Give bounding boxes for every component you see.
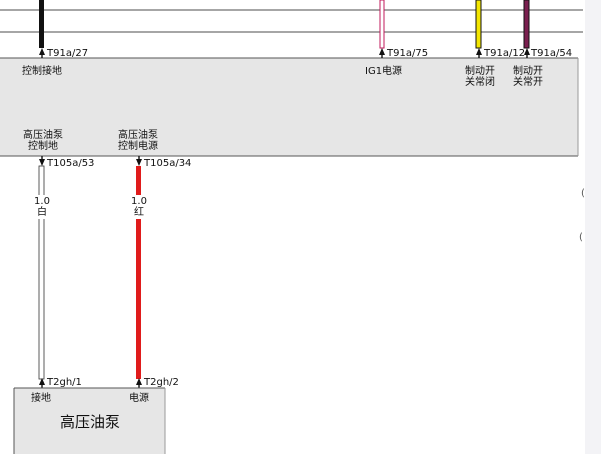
wire-white-t105a-53 (38, 165, 45, 380)
edge-glyph-1: ( (581, 188, 585, 199)
wire-ig1 (379, 0, 385, 49)
wire-yellow-t91a-12 (475, 0, 482, 49)
ecu-label-pump-control-ground: 高压油泵控制地 (23, 130, 63, 152)
pin-label-t105a-34: T105a/34 (144, 158, 192, 169)
wire-color-name: 红 (134, 207, 144, 218)
wire-black-t91a-27 (39, 0, 44, 48)
pump-pin-name-ground: 接地 (31, 393, 51, 404)
wire-color-name: 白 (37, 207, 47, 218)
ecu-panel (0, 58, 578, 156)
pin-label-t91a-75: T91a/75 (387, 48, 429, 59)
ecu-label-pump-control-power: 高压油泵控制电源 (118, 130, 158, 152)
pump-pin-arrows (39, 378, 142, 388)
scrollbar-track[interactable] (585, 0, 601, 454)
pin-label-t91a-12: T91a/12 (484, 48, 526, 59)
top-pin-arrows (39, 48, 530, 58)
wire-red-t105a-34 (136, 166, 141, 379)
wire-purple-t91a-54 (523, 0, 530, 49)
function-label-brake-no: 制动开关常开 (513, 66, 543, 88)
pump-pin-name-power: 电源 (129, 393, 149, 404)
pin-label-t105a-53: T105a/53 (47, 158, 95, 169)
pin-label-t91a-54: T91a/54 (531, 48, 573, 59)
ecu-pin-arrows (39, 156, 142, 166)
wire-gauge: 1.0 (131, 196, 147, 207)
pump-title: 高压油泵 (60, 413, 121, 431)
pin-label-t2gh-1: T2gh/1 (47, 377, 82, 388)
wire-spec-red: 1.0 红 (127, 195, 151, 219)
wire-spec-white: 1.0 白 (30, 195, 54, 219)
function-label-ig1-power: IG1电源 (365, 66, 403, 77)
pump-panel (14, 388, 165, 454)
function-label-control-ground: 控制接地 (22, 66, 62, 77)
edge-glyph-2: ( (579, 232, 583, 243)
function-label-brake-nc: 制动开关常闭 (465, 66, 495, 88)
pin-label-t91a-27: T91a/27 (47, 48, 89, 59)
wire-gauge: 1.0 (34, 196, 50, 207)
pin-label-t2gh-2: T2gh/2 (144, 377, 179, 388)
